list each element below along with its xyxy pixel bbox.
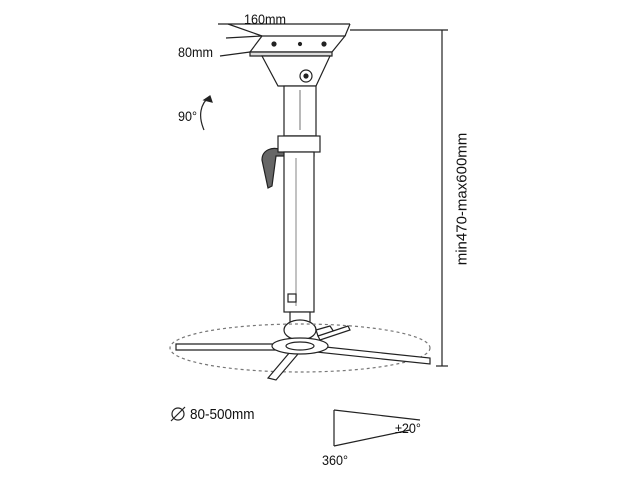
height-label: min470-max600mm bbox=[453, 132, 471, 266]
width-dimension bbox=[218, 23, 351, 37]
diameter-label: 80-500mm bbox=[190, 406, 255, 423]
rotation-ellipse bbox=[169, 323, 431, 373]
tilt-label: 90° bbox=[178, 108, 198, 124]
depth-label: 80mm bbox=[178, 44, 214, 60]
tilt-arrow-icon bbox=[200, 95, 213, 131]
collar bbox=[277, 135, 321, 153]
swivel-angle-icon bbox=[333, 409, 421, 447]
depth-dimension bbox=[219, 35, 263, 57]
tilt-range-label: ±20° bbox=[395, 420, 421, 436]
spider-arms bbox=[175, 325, 431, 381]
diameter-icon bbox=[170, 406, 186, 422]
swivel-joint bbox=[283, 311, 335, 341]
width-label: 160mm bbox=[244, 11, 287, 27]
swivel-label: 360° bbox=[322, 452, 349, 468]
lower-tube bbox=[283, 151, 315, 313]
height-dimension bbox=[350, 29, 448, 367]
ceiling-plate bbox=[248, 35, 347, 87]
clamp-lever bbox=[261, 147, 292, 189]
